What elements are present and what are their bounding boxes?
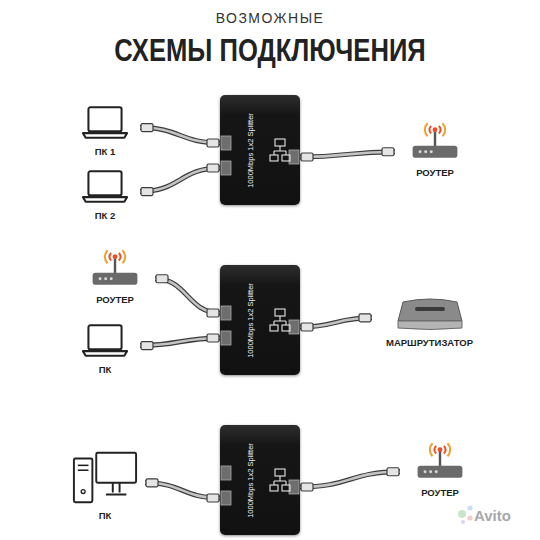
laptop-pc: ПК [70,322,140,376]
ethernet-splitter: 1000Mbps 1x2 Splitter [220,265,300,375]
rj45-plug [301,483,313,491]
wifi-router-icon [412,438,468,483]
cable-group [300,148,395,161]
ethernet-splitter: 1000Mbps 1x2 Splitter [220,425,300,535]
device-label: ПК [99,510,112,522]
laptop-pc: ПК 1 [70,104,140,158]
subtitle: ВОЗМОЖНЫЕ [0,9,540,27]
cable-group [140,334,220,350]
rj45-plug [141,124,153,132]
cable-group [145,479,220,502]
device-label: МАРШРУТИЗАТОР [386,337,473,349]
device-label: ПК 2 [95,210,116,222]
network-switch: МАРШРУТИЗАТОР [372,295,487,349]
device-label: РОУТЕР [416,167,454,179]
rj45-plug [207,494,219,502]
wifi-router: РОУТЕР [400,438,480,499]
ethernet-cable [155,279,220,313]
wrap-device-label: МАРШРУТИЗАТОР [372,337,487,349]
splitter-art [221,306,299,345]
laptop-pc-icon [82,322,128,360]
wrap-device-label: ПК [70,364,140,376]
laptop-pc-icon [82,104,128,142]
device-label: ПК [99,364,112,376]
rj45-plug [146,479,158,487]
watermark-logo [458,505,473,524]
wrap-device-label: ПК [65,510,145,522]
cable-group [155,275,220,317]
wifi-router-icon [407,118,463,163]
wrap-device-label: ПК 1 [70,146,140,158]
laptop-pc: ПК 2 [70,168,140,222]
icon-graphic [93,250,138,285]
desktop-pc-icon [71,448,139,506]
splitter-art [221,466,299,505]
rj45-plug [382,148,394,156]
splitter-ports [220,425,300,535]
rj45-plug [141,188,153,196]
icon-graphic [398,299,462,330]
wifi-router-icon [87,245,143,290]
wrap-device-label: ПК 2 [70,210,140,222]
desktop-pc: ПК [65,448,145,522]
rj45-plug [207,164,219,172]
cable-outline [300,472,400,487]
cable-group [300,468,400,491]
splitter-ports [220,95,300,205]
device-label: ПК 1 [95,146,116,158]
network-switch-icon [394,295,466,333]
device-label: РОУТЕР [421,487,459,499]
rj45-plug [301,323,313,331]
device-model: 1000Mbps 1x2 Splitter [246,443,255,518]
watermark: Avito [474,506,534,525]
icon-graphic [418,443,463,478]
device-model: 1000Mbps 1x2 Splitter [246,283,255,358]
device-model: 1000Mbps 1x2 Splitter [246,113,255,188]
ethernet-cable [300,472,400,487]
cable-group [300,314,372,331]
laptop-pc-icon [82,168,128,206]
icon-graphic [413,123,458,158]
rj45-plug [207,309,219,317]
cable-outline [155,279,220,313]
rj45-plug [207,334,219,342]
rj45-plug [141,342,153,350]
rj45-plug [359,314,371,322]
rj45-plug [156,275,168,283]
rj45-plug [207,139,219,147]
ethernet-cable [300,152,395,157]
wrap-device-label: РОУТЕР [395,167,475,179]
splitter-ports [220,265,300,375]
wrap-device-label: РОУТЕР [75,294,155,306]
icon-graphic [74,453,136,503]
icon-graphic [83,107,127,137]
rj45-plug [387,468,399,476]
splitter-art [221,136,299,175]
ethernet-splitter: 1000Mbps 1x2 Splitter [220,95,300,205]
page-title: СХЕМЫ ПОДКЛЮЧЕНИЯ [54,30,486,70]
wrap-device-label: РОУТЕР [400,487,480,499]
icon-graphic [83,171,127,201]
cable-group [140,124,220,147]
cable-group [140,164,220,196]
wifi-router: РОУТЕР [75,245,155,306]
device-label: РОУТЕР [96,294,134,306]
wifi-router: РОУТЕР [395,118,475,179]
icon-graphic [83,325,127,355]
cable-outline [300,152,395,157]
rj45-plug [301,153,313,161]
